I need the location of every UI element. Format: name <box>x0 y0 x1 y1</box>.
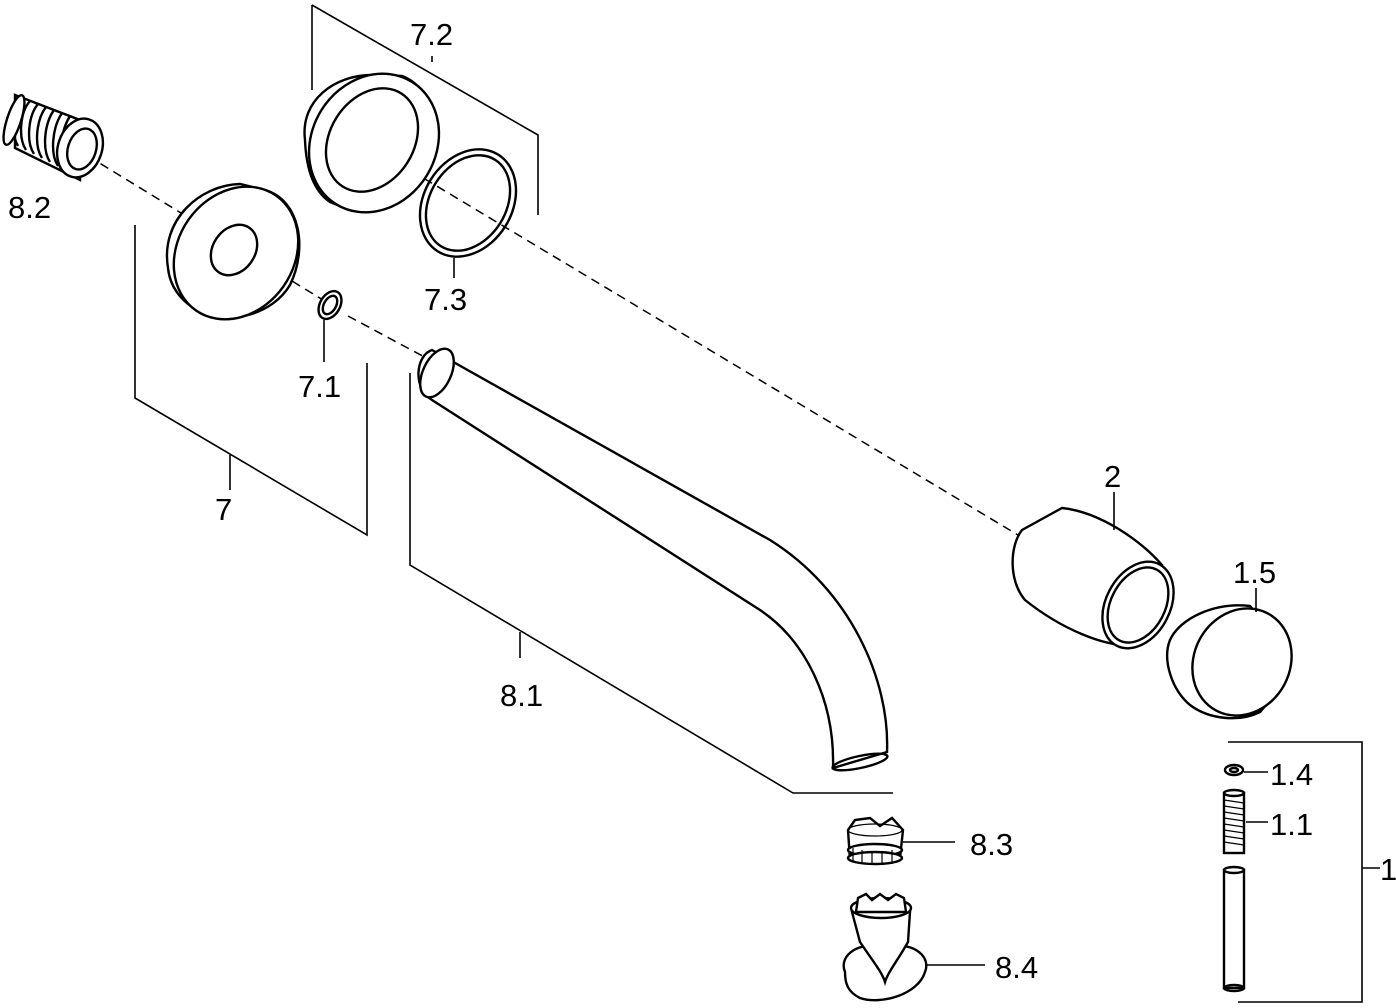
bracket-7-2-b <box>311 4 539 215</box>
part-7-3-o-ring <box>418 148 518 258</box>
label-7-3: 7.3 <box>424 282 467 317</box>
label-8-1: 8.1 <box>500 678 543 713</box>
part-1-rod <box>1222 865 1246 993</box>
bracket-7 <box>134 225 368 537</box>
part-8-4-aerator-key <box>842 892 928 1002</box>
label-8-2: 8.2 <box>8 190 51 225</box>
part-1-4-washer <box>1223 763 1245 777</box>
part-7-escutcheon-plate <box>165 182 301 321</box>
label-8-4: 8.4 <box>995 950 1038 985</box>
part-8-2-threaded-extension <box>2 93 105 182</box>
label-1-4: 1.4 <box>1270 757 1313 792</box>
label-7-2: 7.2 <box>410 17 453 52</box>
part-8-1-spout <box>417 347 889 772</box>
part-1-5-handle <box>1166 604 1293 720</box>
bracket-1 <box>1228 741 1363 1003</box>
label-2: 2 <box>1104 459 1121 494</box>
part-2-sleeve <box>1011 506 1175 650</box>
label-8-3: 8.3 <box>970 827 1013 862</box>
label-1-1: 1.1 <box>1270 807 1313 842</box>
label-7: 7 <box>215 492 232 527</box>
part-8-3-aerator <box>846 816 905 866</box>
label-7-1: 7.1 <box>298 369 341 404</box>
label-1: 1 <box>1380 852 1396 887</box>
label-1-5: 1.5 <box>1233 555 1276 590</box>
part-7-2-cover-ring <box>303 72 441 214</box>
part-1-1-threaded-pin <box>1222 788 1246 855</box>
part-7-1-washer <box>317 289 343 321</box>
bracket-8-1 <box>409 373 893 794</box>
